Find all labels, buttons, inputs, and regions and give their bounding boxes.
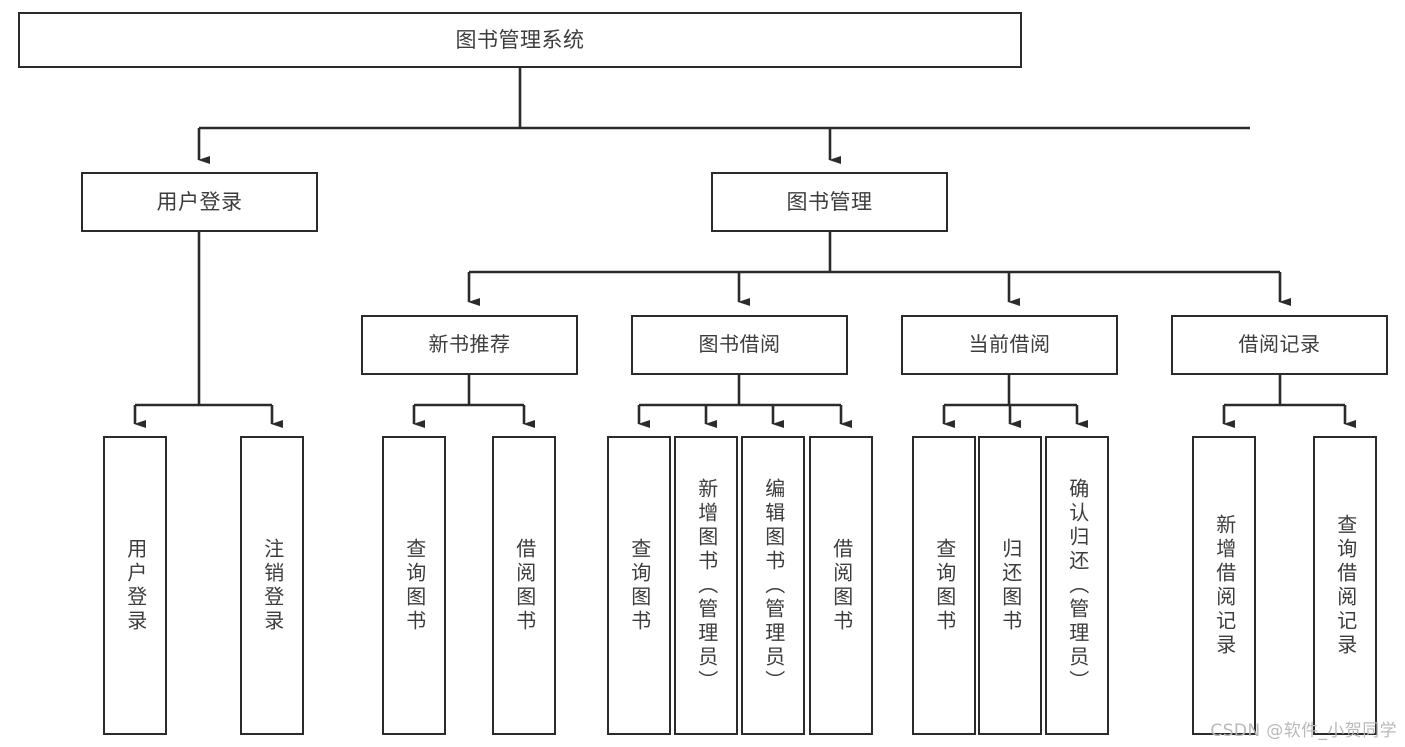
node-borrow-record-label: 借阅记录 [1238,332,1321,357]
node-current-borrow-label: 当前借阅 [968,332,1051,357]
node-book-manage-label: 图书管理 [786,189,873,214]
node-leaf-return-book-label: 归还图书 [998,537,1023,634]
node-leaf-borrow-book-1-label: 借阅图书 [512,537,537,634]
node-leaf-confirm-return[interactable]: 确认归还（管理员） [1045,436,1109,735]
node-leaf-edit-book-label: 编辑图书（管理员） [761,477,786,694]
node-root[interactable]: 图书管理系统 [18,12,1022,68]
node-leaf-user-logout-label: 注销登录 [260,537,285,634]
node-user-login-label: 用户登录 [156,189,243,214]
node-leaf-query-book-1-label: 查询图书 [402,537,427,634]
node-new-book-recommend-label: 新书推荐 [428,332,511,357]
node-current-borrow[interactable]: 当前借阅 [901,315,1118,375]
node-borrow-record[interactable]: 借阅记录 [1171,315,1388,375]
node-leaf-query-record-label: 查询借阅记录 [1333,513,1358,658]
node-leaf-user-login-label: 用户登录 [123,537,148,634]
node-leaf-query-book-1[interactable]: 查询图书 [382,436,446,735]
node-leaf-borrow-book-2-label: 借阅图书 [829,537,854,634]
node-leaf-add-book-label: 新增图书（管理员） [694,477,719,694]
node-leaf-return-book[interactable]: 归还图书 [978,436,1042,735]
node-leaf-borrow-book-2[interactable]: 借阅图书 [809,436,873,735]
node-book-borrow-label: 图书借阅 [698,332,781,357]
node-leaf-query-book-3-label: 查询图书 [932,537,957,634]
node-leaf-add-record[interactable]: 新增借阅记录 [1192,436,1256,735]
node-leaf-user-login[interactable]: 用户登录 [103,436,167,735]
node-new-book-recommend[interactable]: 新书推荐 [361,315,578,375]
node-leaf-confirm-return-label: 确认归还（管理员） [1065,477,1090,694]
node-leaf-add-book[interactable]: 新增图书（管理员） [674,436,738,735]
node-root-label: 图书管理系统 [455,27,585,52]
node-leaf-user-logout[interactable]: 注销登录 [240,436,304,735]
node-leaf-query-book-3[interactable]: 查询图书 [912,436,976,735]
node-leaf-edit-book[interactable]: 编辑图书（管理员） [741,436,805,735]
node-leaf-query-book-2-label: 查询图书 [627,537,652,634]
node-book-manage[interactable]: 图书管理 [711,172,948,232]
node-user-login[interactable]: 用户登录 [81,172,318,232]
node-book-borrow[interactable]: 图书借阅 [631,315,848,375]
node-leaf-borrow-book-1[interactable]: 借阅图书 [492,436,556,735]
node-leaf-query-book-2[interactable]: 查询图书 [607,436,671,735]
node-leaf-add-record-label: 新增借阅记录 [1212,513,1237,658]
node-leaf-query-record[interactable]: 查询借阅记录 [1313,436,1377,735]
